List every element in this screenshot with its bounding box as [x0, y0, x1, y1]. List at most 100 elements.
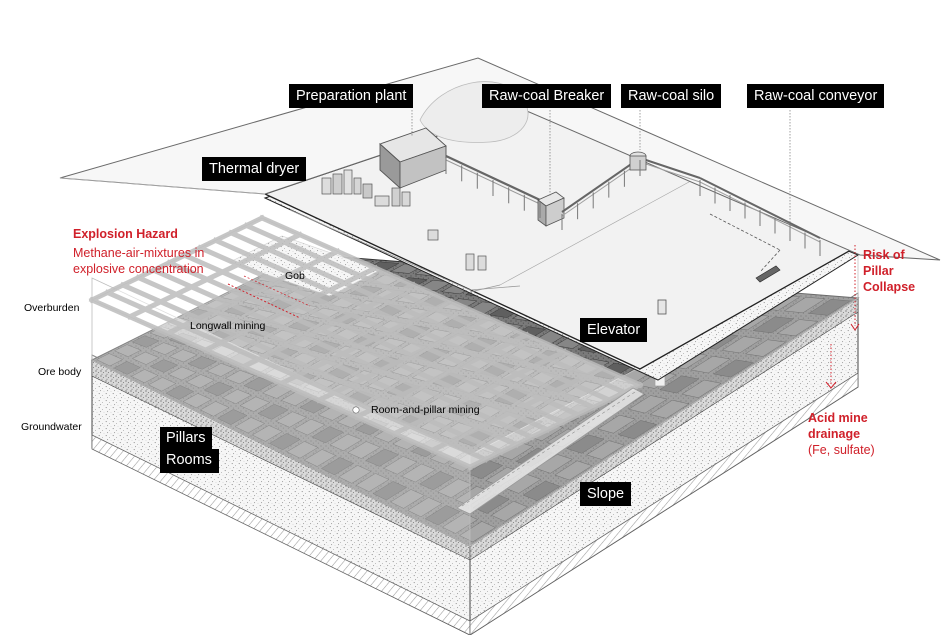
pillar-tile	[436, 478, 473, 499]
label-raw-coal-conveyor: Raw-coal conveyor	[747, 84, 885, 108]
main-conveyor	[699, 177, 821, 239]
pillar-tile	[275, 411, 308, 428]
label-gob: Gob	[285, 270, 305, 282]
pillar-tile	[251, 425, 283, 442]
thermal-dryer-equipment	[321, 169, 411, 207]
pillar-tile	[681, 379, 722, 398]
pillar-tile	[459, 521, 496, 543]
room-tunnel	[119, 281, 505, 456]
pillar-tile	[131, 335, 160, 348]
room-tunnel	[104, 289, 489, 463]
pillar-tile	[187, 356, 218, 370]
pillar-tile	[383, 456, 418, 475]
pillar-tile	[407, 497, 443, 518]
pillar-tile	[234, 417, 266, 434]
layer-ore-body: Ore body	[38, 366, 82, 378]
room-tunnel	[212, 237, 597, 411]
slope-tunnel	[456, 387, 645, 515]
hazard-acid-line1: Acid mine	[808, 411, 868, 425]
groundwater-band-right	[469, 372, 859, 636]
pillar-tile	[721, 336, 763, 354]
pillar-tile	[148, 377, 177, 392]
room-tunnel	[243, 222, 628, 396]
pillar-tile	[424, 505, 461, 526]
pillar-tile	[311, 426, 345, 444]
label-longwall-mining: Longwall mining	[190, 320, 266, 332]
pillar-tile	[597, 414, 637, 434]
label-room-and-pillar: Room-and-pillar mining	[371, 404, 480, 416]
pillar-tile	[239, 396, 271, 412]
layer-overburden: Overburden	[24, 302, 80, 314]
label-rooms: Rooms	[160, 449, 219, 473]
pillar-tile	[182, 393, 212, 409]
pillar-tile	[628, 395, 668, 414]
room-tunnel	[258, 214, 644, 389]
room-pillar-marker	[352, 406, 360, 414]
hazard-pillar-line1: Risk of	[863, 248, 905, 262]
pillar-tile	[659, 375, 700, 394]
pillar-tile	[554, 460, 593, 481]
pillar-tile	[783, 296, 826, 314]
pillar-tile	[168, 349, 198, 363]
room-tunnel	[196, 244, 582, 419]
room-tunnel	[150, 266, 536, 441]
label-pillars: Pillars	[160, 427, 213, 451]
label-raw-coal-silo: Raw-coal silo	[621, 84, 722, 108]
label-leaders	[411, 110, 791, 236]
pillar-tile	[149, 359, 179, 373]
pillar-tile	[150, 342, 179, 355]
storage-tanks	[427, 229, 487, 271]
hazard-explosion-line1: Methane-air-mixtures in	[73, 246, 205, 260]
pillar-tile	[744, 339, 787, 357]
room-grid	[88, 214, 644, 471]
pillar-tile	[338, 465, 372, 484]
hazard-acid-line2: drainage	[808, 427, 861, 441]
pillar-tile	[203, 381, 234, 397]
pillar-tile	[401, 463, 437, 483]
pillar-tile	[167, 366, 197, 381]
pillar-tile	[221, 389, 252, 405]
longwall-hazard-line	[227, 283, 301, 319]
hazard-explosion-title: Explosion Hazard	[73, 227, 178, 241]
pillar-tile	[257, 403, 289, 420]
pillar-tile	[522, 480, 561, 501]
room-tunnel	[181, 252, 566, 426]
label-elevator: Elevator	[580, 318, 648, 342]
pillar-tile	[329, 433, 363, 452]
hazard-explosion-line2: explosive concentration	[73, 262, 204, 276]
pillar-tile	[466, 459, 504, 480]
pillar-tile	[365, 448, 400, 467]
pillar-tile	[113, 344, 142, 357]
pillar-tile	[224, 370, 256, 385]
pillar-tile	[441, 513, 479, 534]
pillar-tile	[185, 374, 216, 389]
pillar-tile	[286, 441, 319, 459]
hazard-markers	[825, 245, 860, 389]
pillar-tile	[712, 359, 755, 378]
pillar-tile	[268, 433, 301, 451]
pillar-tile	[419, 471, 455, 491]
pillar-tile	[372, 481, 408, 501]
hazard-acid-line3: (Fe, sulfate)	[808, 443, 875, 457]
pillar-tile	[808, 299, 851, 316]
pillar-tile	[217, 409, 248, 425]
pillar-tile	[320, 457, 354, 476]
pillar-tile	[776, 319, 819, 337]
pillar-tile	[293, 418, 326, 436]
hazard-pillar-line2: Pillar	[863, 264, 894, 278]
label-slope: Slope	[580, 482, 632, 506]
pillar-tile	[752, 316, 795, 334]
label-raw-coal-breaker: Raw-coal Breaker	[482, 84, 612, 108]
room-tunnel	[135, 274, 520, 448]
layer-groundwater: Groundwater	[21, 421, 82, 433]
room-tunnel	[227, 229, 613, 404]
pillar-tile	[347, 441, 381, 459]
pillar-tile	[303, 449, 337, 467]
pillar-tile	[389, 489, 425, 509]
room-tunnel	[166, 259, 551, 433]
pillar-tile	[131, 351, 160, 365]
pillar-tile	[617, 420, 658, 440]
pillar-tile	[199, 401, 230, 417]
pillar-tile	[206, 363, 237, 377]
pillar-tile	[165, 385, 195, 400]
